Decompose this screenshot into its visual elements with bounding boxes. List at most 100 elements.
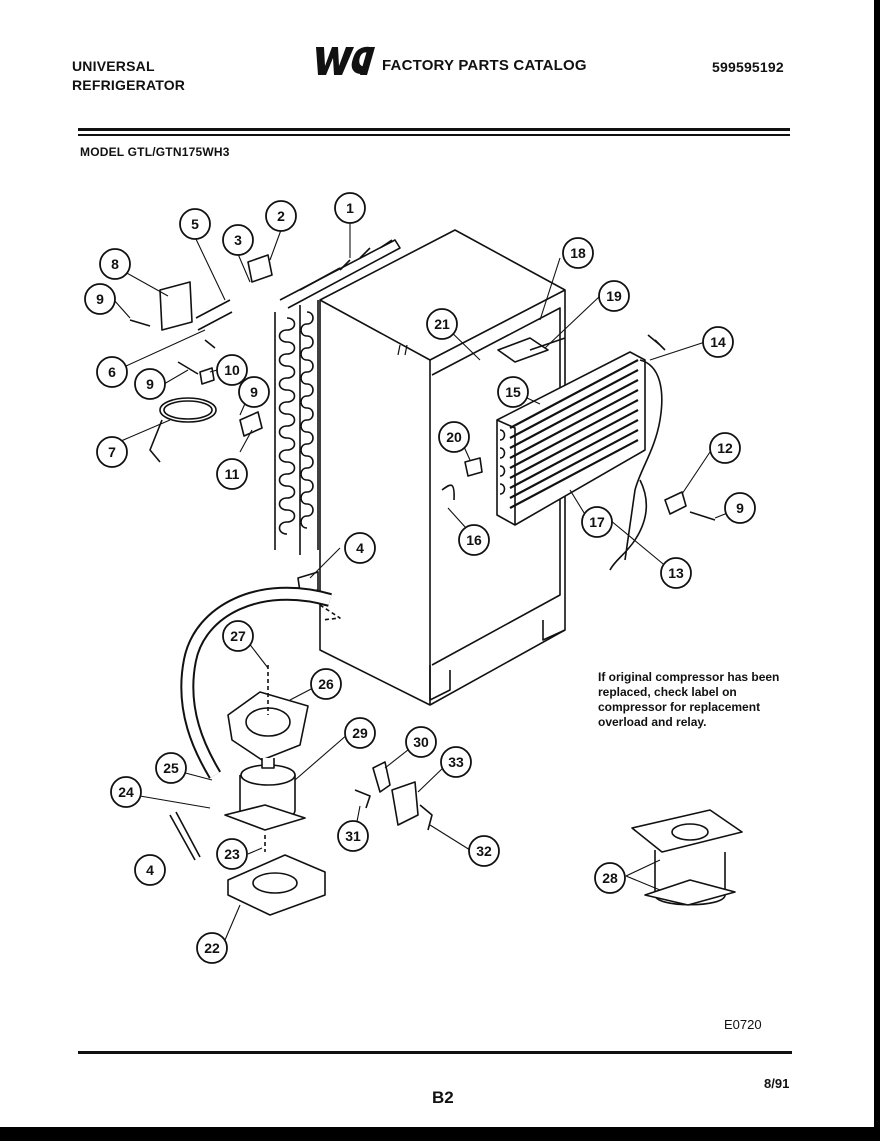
callout-label: 33 <box>448 754 464 770</box>
callout-4: 4 <box>344 532 376 564</box>
callout-label: 21 <box>434 316 450 332</box>
callout-label: 16 <box>466 532 482 548</box>
callout-25: 25 <box>155 752 187 784</box>
scan-border-bottom <box>0 1127 880 1141</box>
callout-label: 2 <box>277 208 285 224</box>
callout-circle <box>196 932 228 964</box>
clamp-11 <box>239 411 263 437</box>
callout-circle <box>702 326 734 358</box>
callout-21: 21 <box>426 308 458 340</box>
callout-28: 28 <box>594 862 626 894</box>
callout-14: 14 <box>702 326 734 358</box>
bracket-8 <box>159 281 193 331</box>
callout-label: 20 <box>446 429 462 445</box>
callout-7: 7 <box>96 436 128 468</box>
callout-3: 3 <box>222 224 254 256</box>
callout-label: 31 <box>345 828 361 844</box>
callout-circle <box>724 492 756 524</box>
callout-circle <box>110 776 142 808</box>
wci-logo <box>316 46 375 75</box>
callout-circle <box>99 248 131 280</box>
drain-tube <box>609 479 648 571</box>
callout-label: 1 <box>346 200 354 216</box>
callout-circle <box>440 746 472 778</box>
callout-26: 26 <box>310 668 342 700</box>
callout-circle <box>134 368 166 400</box>
compressor-base <box>227 854 326 916</box>
callout-8: 8 <box>99 248 131 280</box>
print-date: 8/91 <box>764 1076 790 1091</box>
callout-label: 29 <box>352 725 368 741</box>
cover-32 <box>419 804 433 831</box>
diagram-code: E0720 <box>724 1017 762 1032</box>
callout-label: 4 <box>146 862 154 878</box>
callout-circle <box>179 208 211 240</box>
callout-33: 33 <box>440 746 472 778</box>
callout-label: 17 <box>589 514 605 530</box>
callout-22: 22 <box>196 932 228 964</box>
callout-16: 16 <box>458 524 490 556</box>
callout-circle <box>594 862 626 894</box>
callout-circle <box>265 200 297 232</box>
callout-circle <box>216 838 248 870</box>
callout-15: 15 <box>497 376 529 408</box>
callout-circle <box>458 524 490 556</box>
callout-5: 5 <box>179 208 211 240</box>
callout-label: 9 <box>736 500 744 516</box>
relay-30 <box>372 761 391 793</box>
callout-label: 7 <box>108 444 116 460</box>
page-number: B2 <box>432 1088 454 1107</box>
callout-circle <box>660 557 692 589</box>
callout-9: 9 <box>84 283 116 315</box>
brand-line-2: REFRIGERATOR <box>72 77 186 93</box>
bracket-18 <box>497 337 549 363</box>
part-20 <box>464 457 483 477</box>
callout-9: 9 <box>724 492 756 524</box>
header-rule-thin <box>78 134 790 136</box>
clip-10 <box>199 367 215 385</box>
callout-circle <box>134 854 166 886</box>
callout-circle <box>238 376 270 408</box>
callout-label: 9 <box>146 376 154 392</box>
callout-circle <box>344 532 376 564</box>
overload-33 <box>391 781 419 826</box>
drier <box>169 811 201 861</box>
callout-circle <box>426 308 458 340</box>
callout-6: 6 <box>96 356 128 388</box>
callout-label: 32 <box>476 843 492 859</box>
callout-circle <box>581 506 613 538</box>
header-rule <box>78 128 790 131</box>
callout-4: 4 <box>134 854 166 886</box>
scan-border-right <box>874 0 880 1141</box>
callout-circle <box>405 726 437 758</box>
callout-circle <box>96 356 128 388</box>
compressor-tray <box>227 691 309 761</box>
callout-27: 27 <box>222 620 254 652</box>
compressor <box>224 758 306 831</box>
callout-30: 30 <box>405 726 437 758</box>
screw-9a <box>129 319 151 327</box>
callout-label: 8 <box>111 256 119 272</box>
replacement-compressor <box>631 809 743 906</box>
callout-label: 27 <box>230 628 246 644</box>
callout-10: 10 <box>216 354 248 386</box>
evaporator-coil <box>496 334 666 561</box>
callout-19: 19 <box>598 280 630 312</box>
power-cord-coil <box>159 397 217 423</box>
callout-29: 29 <box>344 717 376 749</box>
condenser-coil <box>274 239 401 555</box>
callout-9: 9 <box>134 368 166 400</box>
callout-label: 10 <box>224 362 240 378</box>
bracket-2 <box>247 254 273 283</box>
callout-label: 3 <box>234 232 242 248</box>
callout-32: 32 <box>468 835 500 867</box>
callout-label: 15 <box>505 384 521 400</box>
callout-label: 30 <box>413 734 429 750</box>
callout-circle <box>216 354 248 386</box>
callout-label: 22 <box>204 940 220 956</box>
footer-rule <box>78 1051 792 1054</box>
callout-circle <box>497 376 529 408</box>
callout-circle <box>96 436 128 468</box>
